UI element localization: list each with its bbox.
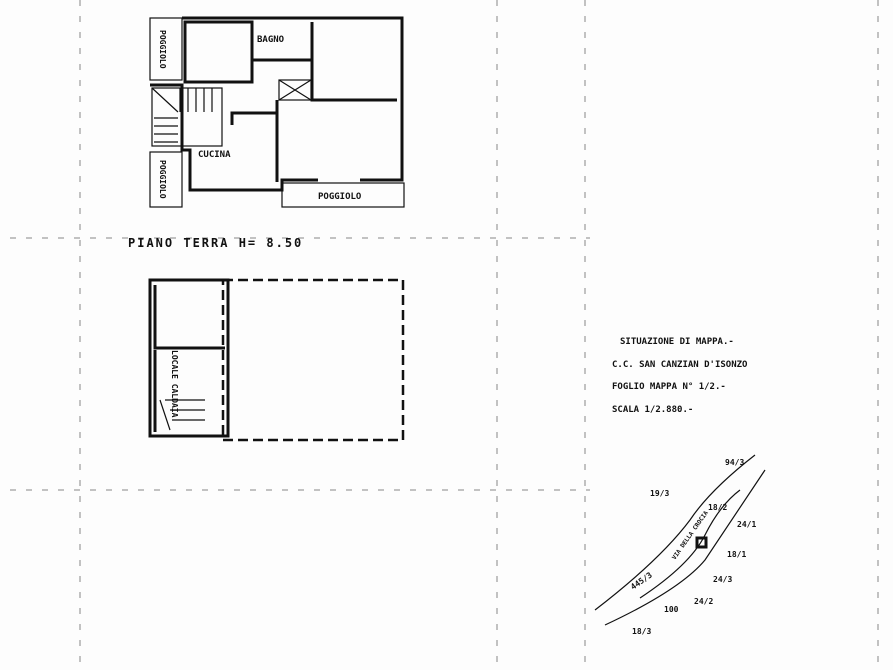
background-guides	[10, 0, 879, 670]
parcel-label: 24/1	[737, 520, 756, 529]
ground-floor-plan: BAGNO CUCINA POGGIOLO POGGIOLO POGGIOLO	[149, 16, 405, 208]
staircase	[151, 87, 223, 147]
parcel-label: 18/3	[632, 627, 651, 636]
parcel-label: 18/1	[727, 550, 746, 559]
room-label-balcony: POGGIOLO	[318, 192, 362, 202]
lower-floor-plan: LOCALE CALDAIA	[148, 278, 405, 442]
cadastral-map: 94/3 19/3 18/2 24/1 18/1 24/3 24/2 100 1…	[594, 454, 766, 636]
parcel-label: 100	[664, 605, 679, 614]
note-line-4: SCALA 1/2.880.-	[612, 405, 693, 415]
parcel-label: 19/3	[650, 489, 669, 498]
ground-floor-title: PIANO TERRA H= 8.50	[128, 236, 303, 250]
parcel-label: 24/3	[713, 575, 732, 584]
note-line-3: FOGLIO MAPPA N° 1/2.-	[612, 382, 726, 392]
parcel-label: 94/3	[725, 458, 744, 467]
parcel-label: 24/2	[694, 597, 713, 606]
room-label-balcony-left-bottom: POGGIOLO	[158, 160, 167, 199]
room-label-kitchen: CUCINA	[198, 150, 231, 160]
room-label-balcony-left-top: POGGIOLO	[158, 30, 167, 69]
room-label-bathroom: BAGNO	[257, 35, 285, 45]
map-note: SITUAZIONE DI MAPPA.- C.C. SAN CANZIAN D…	[612, 337, 748, 415]
parcel-label: 18/2	[708, 503, 727, 512]
room-label-boiler: LOCALE CALDAIA	[170, 350, 179, 418]
parcel-label: 445/3	[629, 570, 654, 591]
note-line-2: C.C. SAN CANZIAN D'ISONZO	[612, 360, 748, 370]
note-line-1: SITUAZIONE DI MAPPA.-	[620, 337, 734, 347]
